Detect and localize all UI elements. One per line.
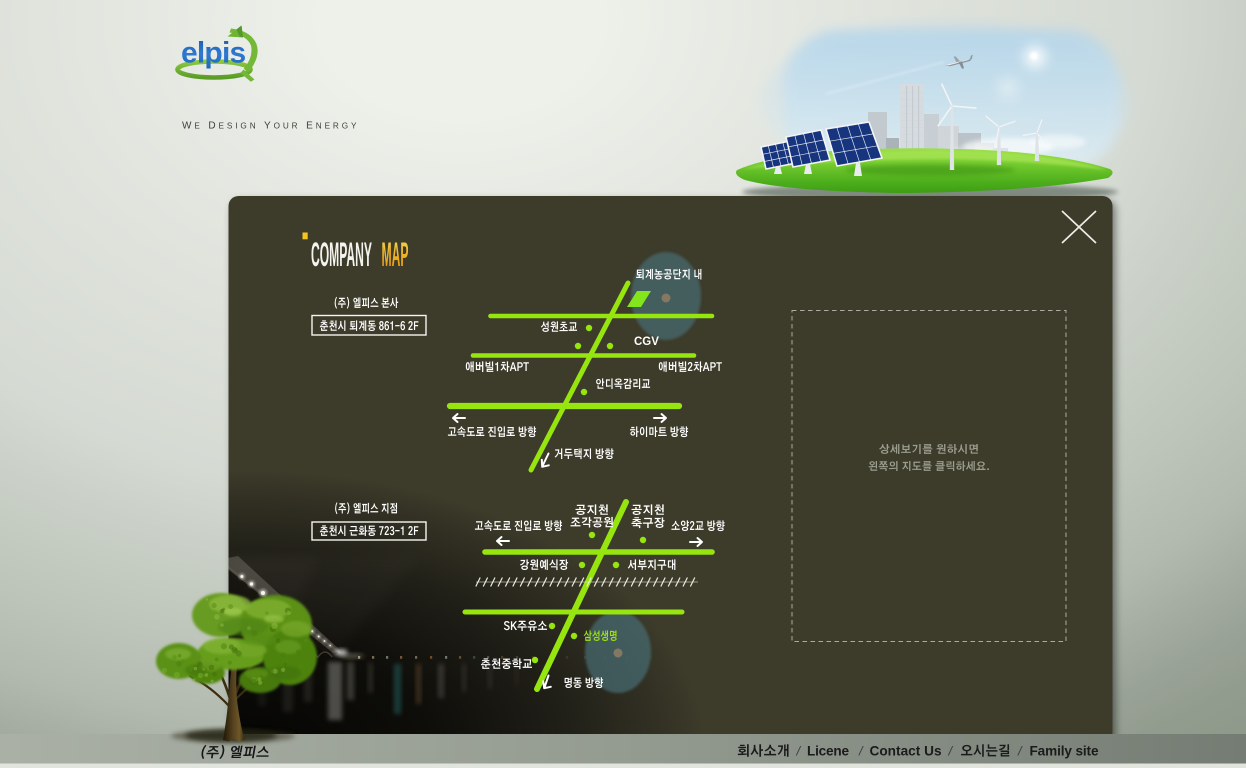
svg-text:MAP: MAP <box>382 236 409 274</box>
svg-text:elpis: elpis <box>181 37 245 70</box>
svg-text:Licene: Licene <box>807 744 849 759</box>
svg-text:WE DESIGN YOUR ENERGY: WE DESIGN YOUR ENERGY <box>182 121 359 132</box>
svg-text:/: / <box>948 744 954 759</box>
svg-text:COMPANY: COMPANY <box>311 236 372 274</box>
svg-text:/: / <box>858 744 864 759</box>
svg-text:/: / <box>796 744 802 759</box>
svg-text:Family site: Family site <box>1030 744 1099 759</box>
svg-text:/: / <box>1017 744 1023 759</box>
svg-text:CGV: CGV <box>634 336 659 348</box>
svg-text:Contact Us: Contact Us <box>870 744 942 759</box>
